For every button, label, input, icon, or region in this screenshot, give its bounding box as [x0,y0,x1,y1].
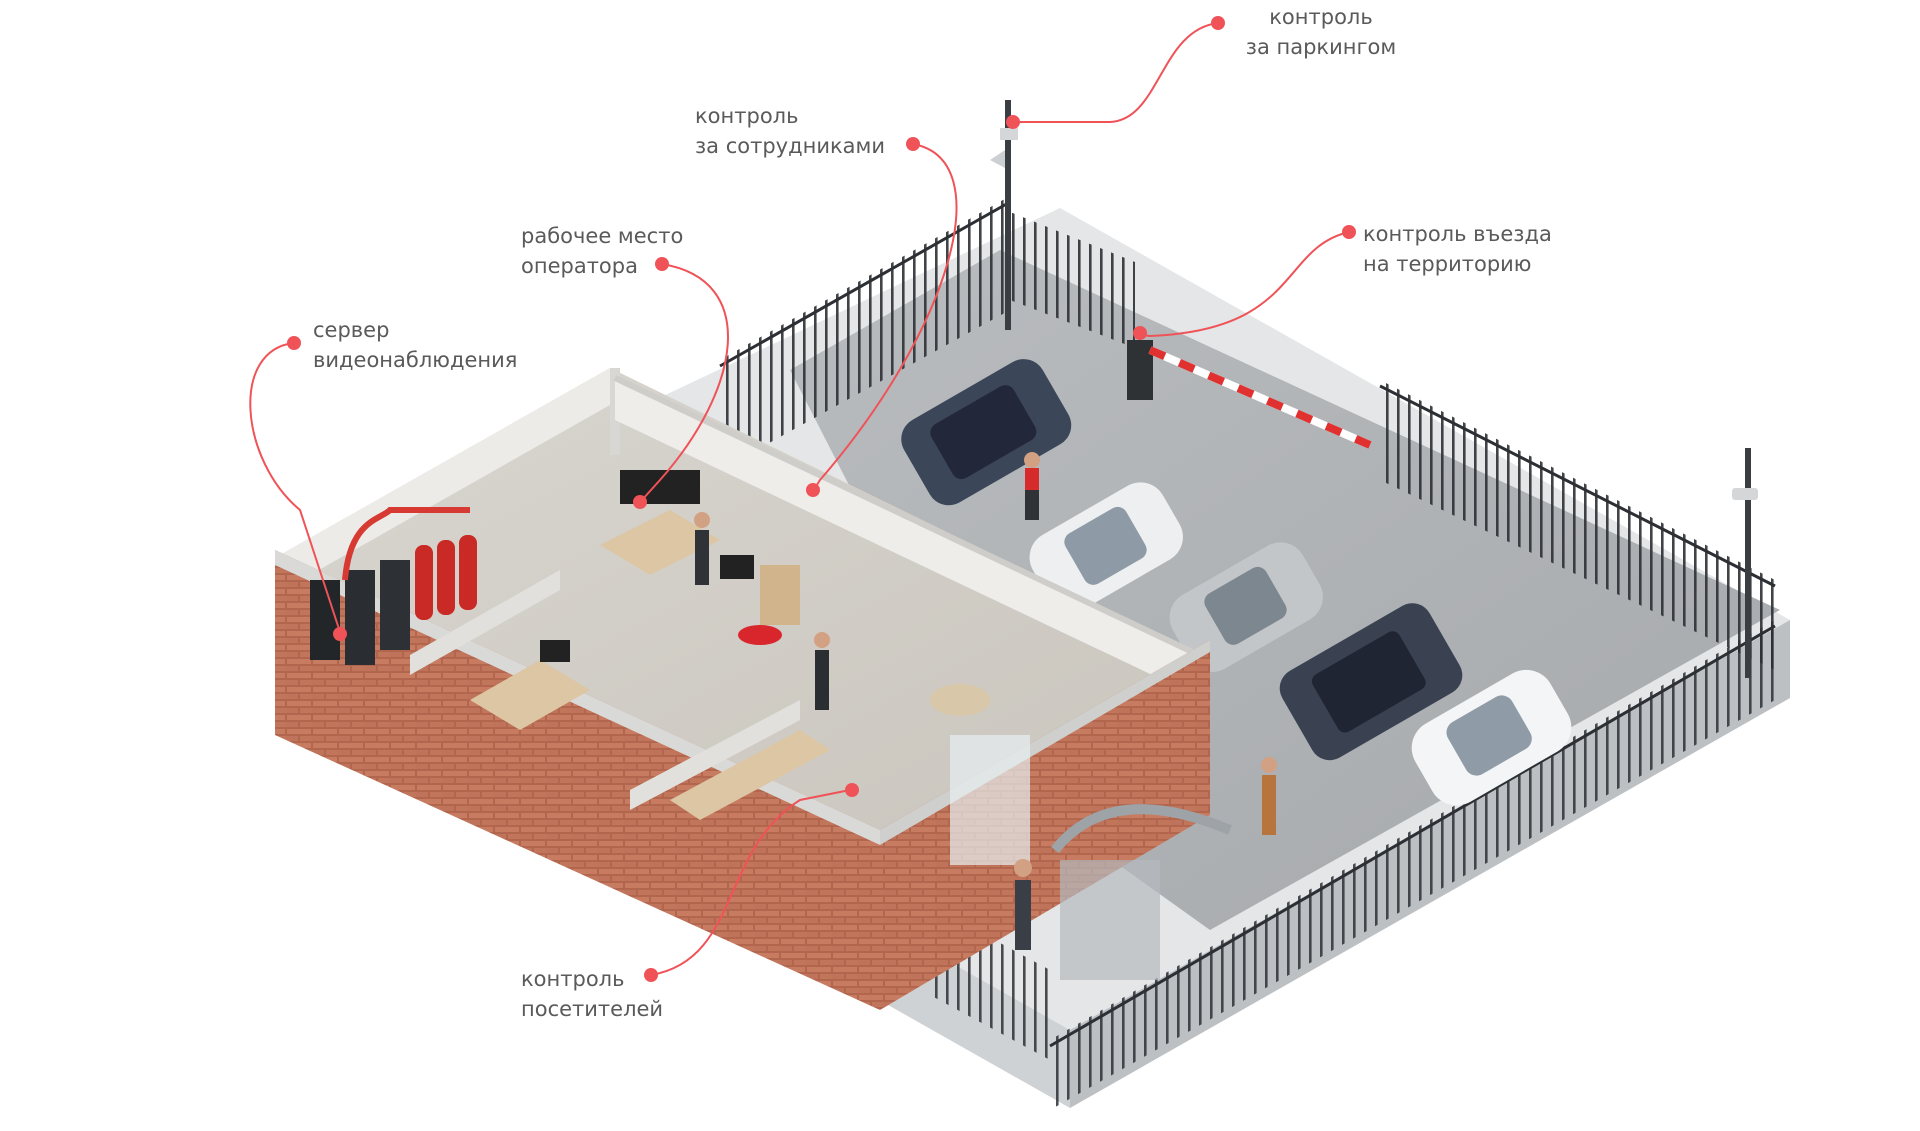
callout-label-operator-line1: рабочее место [521,224,684,248]
callout-label-entry: контроль въезда на территорию [1363,219,1552,279]
callout-dot-staff-target [806,483,820,497]
callout-label-staff-line2: за сотрудниками [695,134,886,158]
people [694,452,1277,950]
callout-label-visitors-line2: посетителей [521,997,664,1021]
callout-dot-server-target [333,627,347,641]
callout-label-operator: рабочее место оператора [521,221,683,281]
callout-dots [287,16,1356,982]
entry-barrier [1127,340,1372,449]
callout-dot-visitors [644,968,658,982]
callout-label-entry-line2: на территорию [1363,252,1532,276]
callout-dot-visitors-target [845,783,859,797]
callout-label-server-line2: видеонаблюдения [313,348,518,372]
callout-label-staff: контроль за сотрудниками [695,101,885,161]
callout-line-staff [814,143,958,489]
camera-pole [990,100,1758,678]
fence [719,196,1776,1110]
callout-line-parking [1015,22,1219,123]
callout-dot-staff [906,137,920,151]
building [275,368,1232,1010]
callout-label-parking-line1: контроль [1269,5,1373,29]
callout-line-server [249,342,341,633]
callout-label-operator-line2: оператора [521,254,638,278]
callout-line-operator [641,263,729,501]
callout-dot-parking [1211,16,1225,30]
parked-cars [901,359,1572,806]
callout-dot-parking-target [1006,115,1020,129]
callout-dot-server [287,336,301,350]
callout-lines [249,22,1350,976]
callout-dot-entry [1342,225,1356,239]
callout-label-server-line1: сервер [313,318,390,342]
callout-dot-entry-target [1133,326,1147,340]
callout-label-parking: контроль за паркингом [1236,2,1406,62]
callout-line-entry [1139,231,1350,338]
callout-line-visitors [650,789,851,976]
callout-label-entry-line1: контроль въезда [1363,222,1552,246]
callout-label-parking-line2: за паркингом [1245,35,1397,59]
callout-label-server: сервер видеонаблюдения [313,315,517,375]
callout-dot-operator-target [633,495,647,509]
callout-label-staff-line1: контроль [695,104,799,128]
callout-dot-operator [655,257,669,271]
callout-label-visitors: контроль посетителей [521,964,663,1024]
callout-label-visitors-line1: контроль [521,967,625,991]
